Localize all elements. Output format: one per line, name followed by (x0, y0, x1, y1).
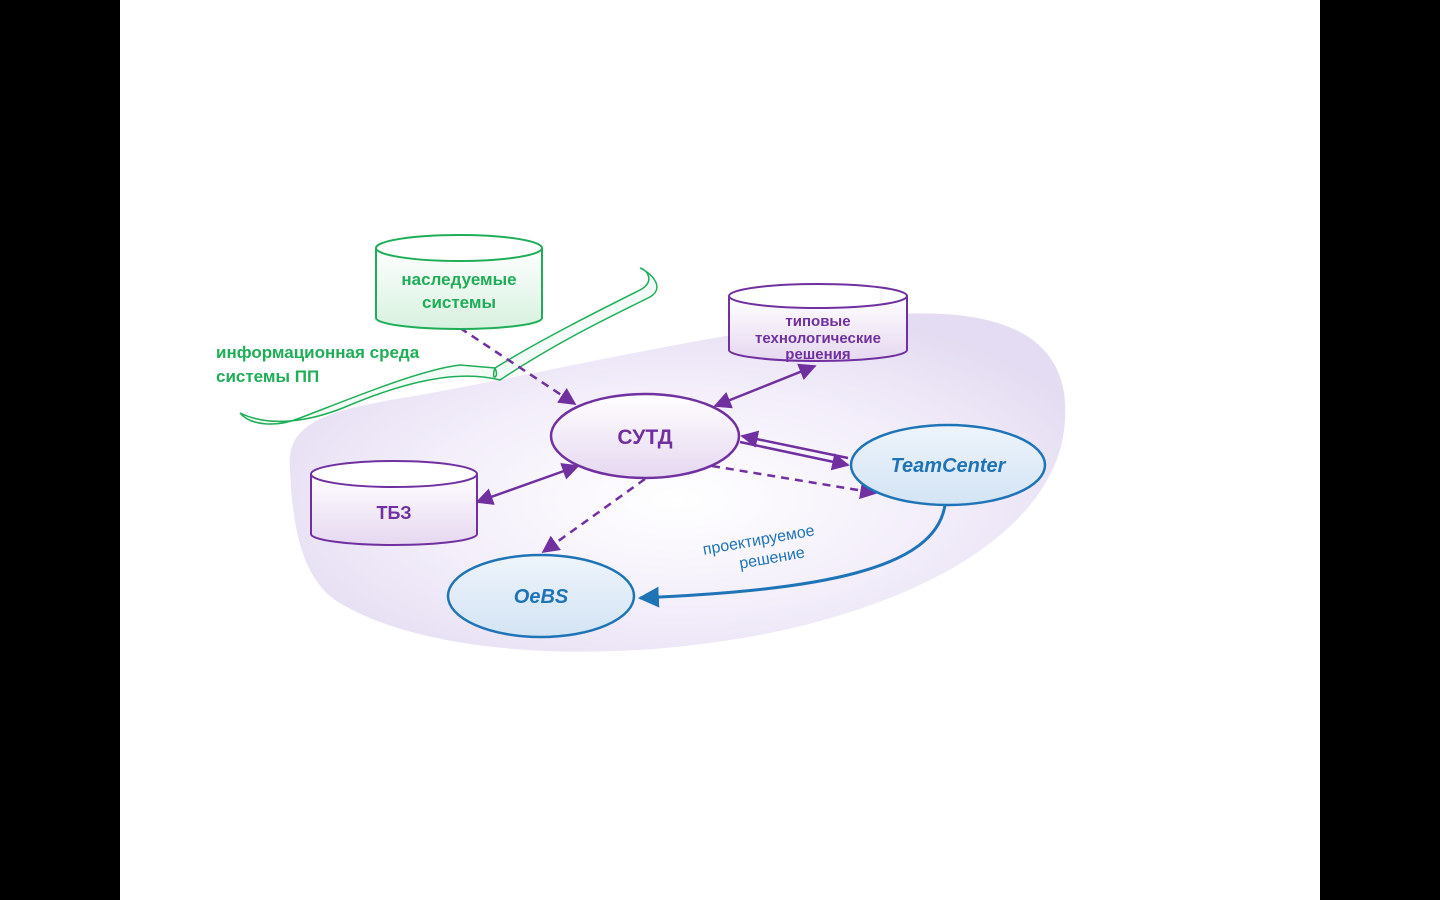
diagram: наследуемые системы типовые технологичес… (216, 234, 1066, 652)
teamcenter-label: TeamCenter (891, 455, 1007, 477)
sutd-label: СУТД (617, 426, 672, 449)
oebs-label: OeBS (514, 586, 569, 608)
environment-label-line1: информационная среда (216, 343, 420, 362)
node-teamcenter[interactable]: TeamCenter (849, 423, 1047, 507)
legacy-systems-line2: системы (422, 293, 496, 312)
node-oebs[interactable]: OeBS (446, 553, 636, 639)
node-legacy-systems[interactable]: наследуемые системы (375, 234, 543, 330)
tbz-label: ТБЗ (377, 503, 412, 523)
typical-solutions-line1: типовые (785, 313, 850, 330)
typical-solutions-line3: решения (785, 346, 850, 363)
edge-sutd-oebs (541, 477, 646, 554)
environment-boundary (239, 267, 658, 425)
slide-canvas: наследуемые системы типовые технологичес… (120, 0, 1320, 900)
edge-sutd-tbz (475, 463, 580, 505)
edge-teamcenter-oebs (637, 504, 947, 608)
environment-label-line2: системы ПП (216, 367, 319, 386)
edge-sutd-teamcenter-2 (739, 440, 850, 471)
node-typical-solutions[interactable]: типовые технологические решения (728, 283, 908, 363)
edge-sutd-teamcenter-1 (740, 430, 849, 460)
edge-legacy-sutd (459, 326, 577, 406)
typical-solutions-line2: технологические (755, 330, 881, 347)
edge-typical-sutd (713, 363, 817, 409)
legacy-systems-line1: наследуемые (401, 270, 516, 289)
node-sutd[interactable]: СУТД (549, 392, 741, 480)
node-tbz[interactable]: ТБЗ (310, 460, 478, 546)
